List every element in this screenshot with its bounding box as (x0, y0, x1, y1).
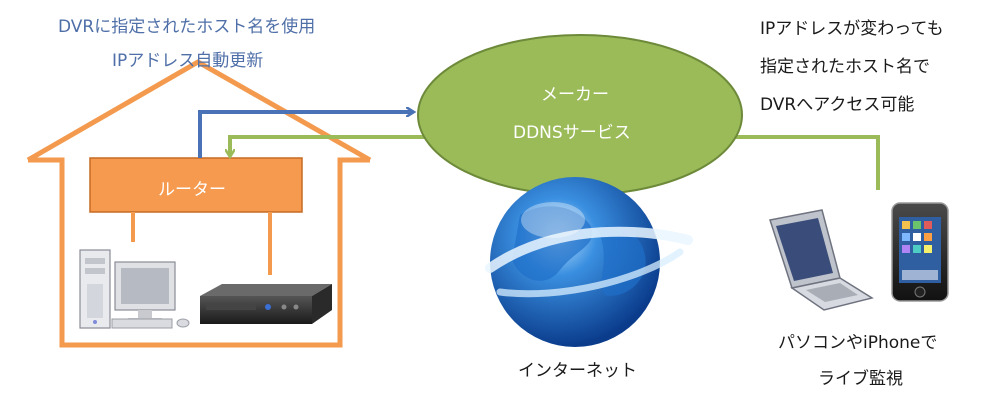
ddns-label-line2: DDNSサービス (513, 123, 631, 143)
house-outline (26, 59, 372, 163)
router-box (89, 157, 303, 213)
blue-update-arrow (198, 112, 412, 158)
clients-label-line1: パソコンやiPhoneで (778, 333, 938, 353)
pc-mouse (176, 318, 190, 328)
pc-monitor (114, 261, 176, 323)
laptop (769, 209, 874, 311)
ddns-label-line1: メーカー (541, 85, 609, 105)
pc-keyboard (111, 318, 173, 329)
ddns-service-ellipse (417, 34, 743, 196)
dvr-recorder (200, 284, 332, 324)
left-note-line1: DVRに指定されたホスト名を使用 (58, 17, 316, 37)
pc-tower (79, 249, 111, 329)
house-walls (28, 157, 370, 348)
right-note-line1: IPアドレスが変わっても (760, 19, 944, 39)
router-label: ルーター (158, 180, 226, 200)
clients-label-line2: ライブ監視 (818, 369, 903, 389)
iphone (891, 202, 949, 302)
left-note-line2: IPアドレス自動更新 (112, 51, 264, 71)
right-note-line3: DVRへアクセス可能 (760, 95, 915, 115)
internet-globe (485, 177, 693, 347)
right-note-line2: 指定されたホスト名で (760, 57, 930, 77)
internet-label: インターネット (518, 361, 637, 381)
